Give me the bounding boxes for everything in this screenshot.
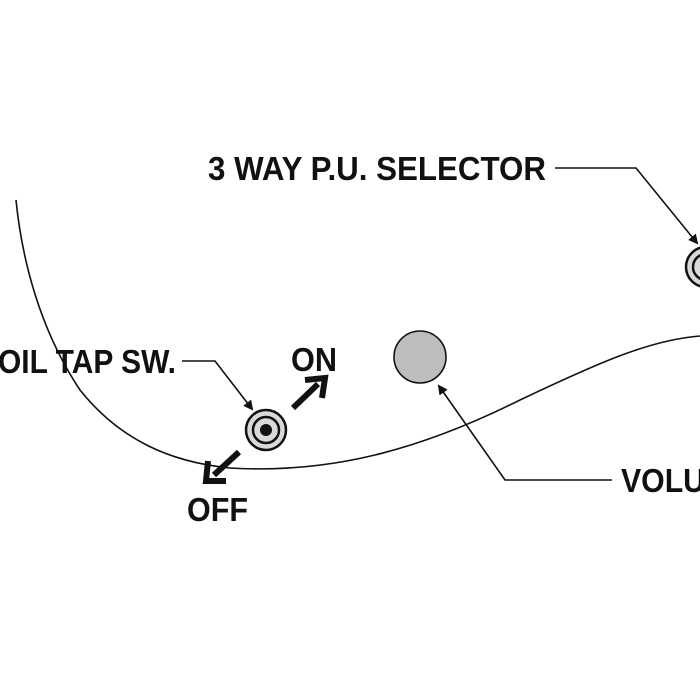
coil-tap-label: OIL TAP SW. (0, 343, 176, 380)
volume-leader-line (437, 384, 612, 481)
volume-label: VOLU (621, 462, 700, 499)
body-outline-left-curve (15, 199, 231, 469)
coil-tap-leader-line (182, 360, 254, 411)
off-label: OFF (187, 491, 248, 528)
body-outline-bottom-curve (229, 335, 700, 470)
selector-label: 3 WAY P.U. SELECTOR (208, 150, 546, 187)
selector-leader-line (555, 167, 699, 245)
pickup-selector-switch (684, 246, 700, 288)
volume-knob (393, 330, 447, 384)
off-direction-arrow (202, 449, 242, 484)
coil-tap-switch (244, 408, 288, 452)
on-label: ON (291, 341, 337, 378)
on-direction-arrow (290, 374, 329, 411)
